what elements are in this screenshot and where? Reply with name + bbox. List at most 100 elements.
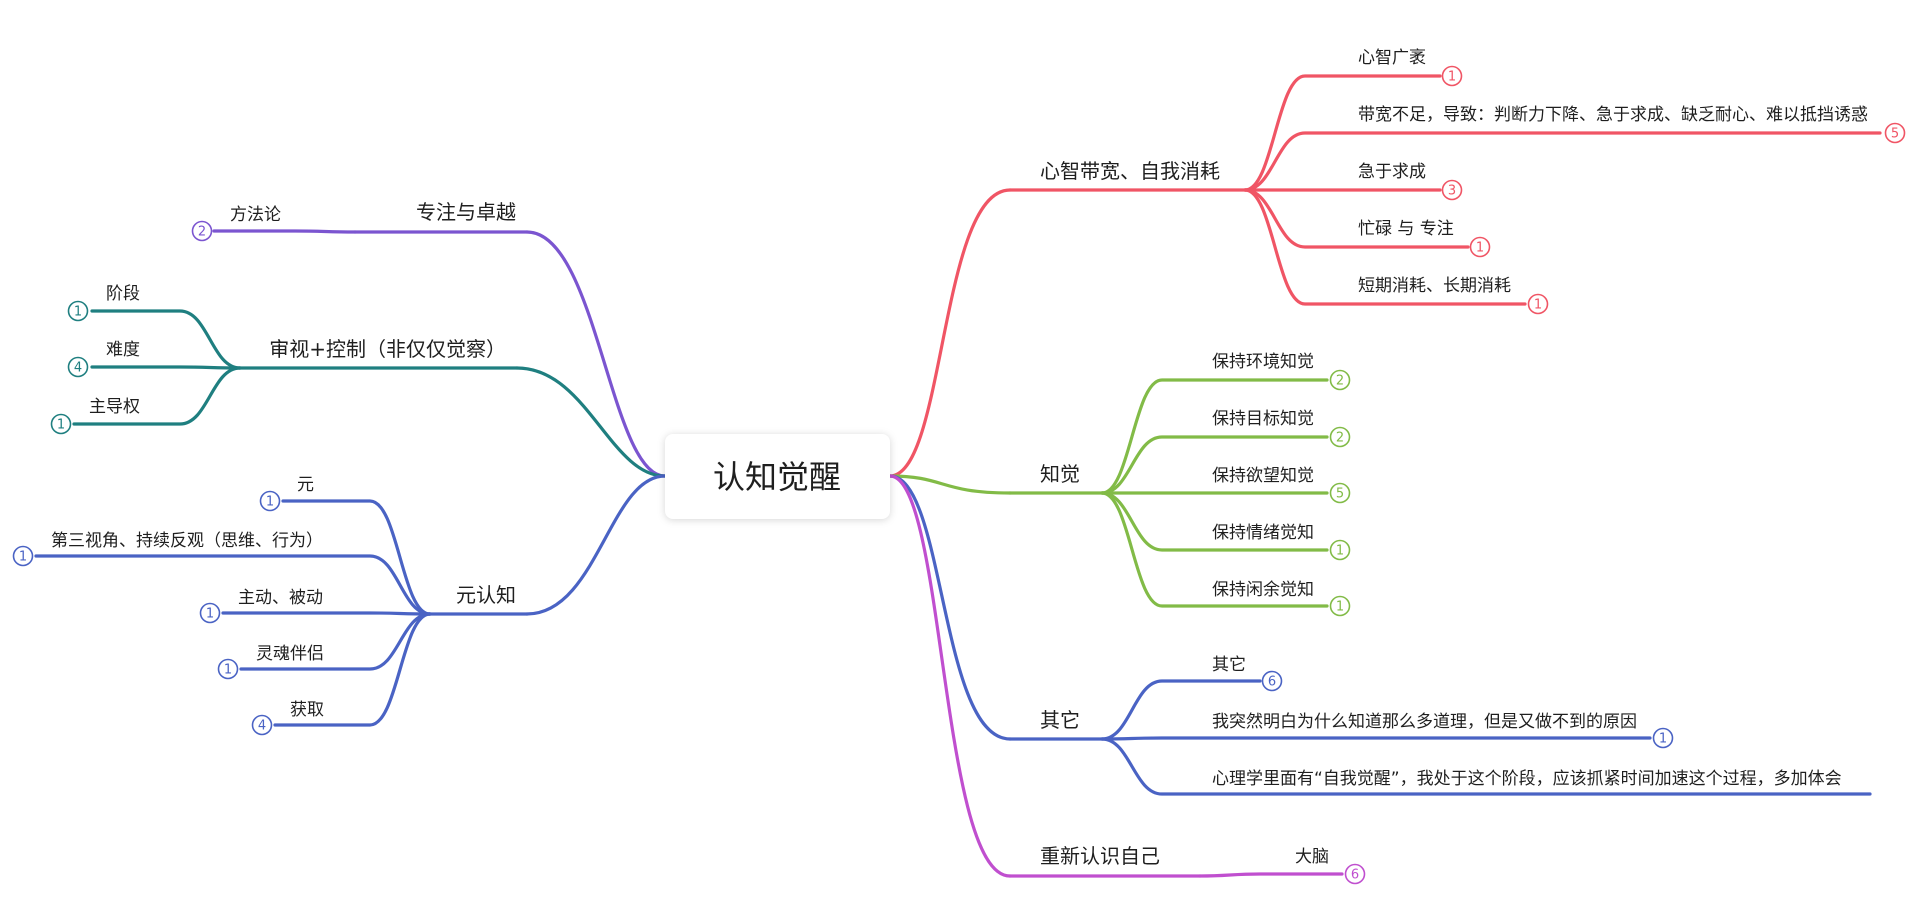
topic-leaf[interactable]: 保持环境知觉 (1212, 352, 1314, 372)
root-title: 认知觉醒 (713, 458, 841, 496)
leaf-label: 保持欲望知觉 (1212, 466, 1314, 486)
topic-leaf[interactable]: 我突然明白为什么知道那么多道理，但是又做不到的原因 (1212, 712, 1637, 732)
topic-leaf[interactable]: 难度 (106, 340, 140, 360)
leaf-connector (34, 554, 432, 616)
leaf-label: 心理学里面有“自我觉醒”，我处于这个阶段，应该抓紧时间加速这个过程，多加体会 (1212, 769, 1842, 789)
topic-leaf[interactable]: 元 (297, 475, 314, 495)
branch-label: 专注与卓越 (416, 200, 516, 224)
branch-know-yourself[interactable]: 重新认识自己 大脑 (1040, 844, 1329, 868)
topic-leaf[interactable]: 忙碌 与 专注 (1358, 219, 1454, 239)
leaf-label: 主导权 (89, 397, 140, 417)
leaf-connector (281, 499, 432, 616)
count-badge[interactable]: 1 (50, 413, 72, 435)
leaf-connector (1198, 872, 1344, 878)
leaf-connector (1100, 378, 1329, 495)
leaf-label: 第三视角、持续反观（思维、行为） (51, 531, 323, 551)
topic-leaf[interactable]: 第三视角、持续反观（思维、行为） (51, 531, 323, 551)
leaf-connector (221, 611, 432, 616)
svg-text:5: 5 (1336, 487, 1344, 502)
count-badge[interactable]: 1 (1652, 727, 1674, 749)
leaf-connector (1100, 737, 1872, 796)
topic-leaf[interactable]: 保持欲望知觉 (1212, 466, 1314, 486)
branch-others[interactable]: 其它 其它 我突然明白为什么知道那么多道理，但是又做不到的原因 心理学里面有“自… (1040, 655, 1842, 789)
count-badge[interactable]: 3 (1441, 179, 1463, 201)
svg-text:4: 4 (74, 361, 82, 376)
leaf-connector (1243, 131, 1882, 192)
count-badge[interactable]: 4 (67, 356, 89, 378)
leaf-connector (1100, 491, 1329, 608)
count-badge[interactable]: 5 (1329, 482, 1351, 504)
topic-leaf[interactable]: 带宽不足，导致：判断力下降、急于求成、缺乏耐心、难以抵挡诱惑 (1358, 105, 1868, 125)
topic-leaf[interactable]: 心理学里面有“自我觉醒”，我处于这个阶段，应该抓紧时间加速这个过程，多加体会 (1212, 769, 1842, 789)
topic-leaf[interactable]: 保持目标知觉 (1212, 409, 1314, 429)
leaf-label: 心智广袤 (1358, 47, 1426, 68)
topic-leaf[interactable]: 获取 (290, 700, 324, 720)
branch-mental-bandwidth[interactable]: 心智带宽、自我消耗 心智广袤 带宽不足，导致：判断力下降、急于求成、缺乏耐心、难… (1040, 47, 1868, 296)
leaf-label: 急于求成 (1358, 162, 1426, 182)
root-node[interactable]: 认知觉醒 (665, 434, 890, 519)
topic-leaf[interactable]: 方法论 (230, 205, 281, 225)
topic-leaf[interactable]: 急于求成 (1358, 162, 1426, 182)
leaf-label: 获取 (290, 700, 324, 720)
leaf-connector (90, 309, 242, 370)
branch-review-control[interactable]: 审视+控制（非仅仅觉察） 阶段 难度 主导权 (89, 284, 506, 417)
topic-leaf[interactable]: 阶段 (106, 284, 140, 304)
count-badge[interactable]: 5 (1884, 122, 1906, 144)
leaf-label: 忙碌 与 专注 (1358, 219, 1454, 239)
count-badge[interactable]: 1 (1469, 236, 1491, 258)
leaf-connector (1100, 736, 1652, 741)
svg-text:1: 1 (19, 550, 27, 565)
topic-leaf[interactable]: 保持情绪觉知 (1212, 523, 1314, 543)
root-connector (525, 230, 667, 478)
branch-focus-excellence[interactable]: 专注与卓越 方法论 (230, 200, 516, 225)
topic-leaf[interactable]: 灵魂伴侣 (256, 644, 324, 664)
topic-leaf[interactable]: 主动、被动 (238, 588, 323, 608)
leaf-connector (72, 366, 242, 426)
svg-text:4: 4 (258, 719, 266, 734)
count-badge[interactable]: 2 (1329, 426, 1351, 448)
branch-perception[interactable]: 知觉 保持环境知觉 保持目标知觉 保持欲望知觉 保持情绪觉知 保持闲余觉知 (1040, 352, 1314, 600)
svg-text:2: 2 (1336, 374, 1344, 389)
root-connector (888, 188, 1012, 478)
count-badge[interactable]: 1 (1329, 595, 1351, 617)
count-badge[interactable]: 2 (191, 220, 213, 242)
branch-metacognition[interactable]: 元认知 元 第三视角、持续反观（思维、行为） 主动、被动 灵魂伴侣 获取 (51, 475, 516, 720)
leaf-label: 元 (297, 475, 314, 495)
leaf-label: 其它 (1212, 655, 1246, 675)
count-badge[interactable]: 1 (1527, 293, 1549, 315)
topic-leaf[interactable]: 短期消耗、长期消耗 (1358, 276, 1511, 296)
svg-text:1: 1 (1448, 70, 1456, 85)
count-badge[interactable]: 1 (199, 602, 221, 624)
branch-label: 知觉 (1040, 462, 1080, 486)
branch-label: 元认知 (456, 583, 516, 607)
count-badge[interactable]: 1 (217, 658, 239, 680)
topic-leaf[interactable]: 心智广袤 (1358, 47, 1426, 68)
count-badge[interactable]: 1 (259, 490, 281, 512)
topic-leaf[interactable]: 大脑 (1295, 847, 1329, 867)
leaf-connector (1100, 679, 1262, 741)
topic-leaf[interactable]: 主导权 (89, 397, 140, 417)
count-badge[interactable]: 4 (251, 714, 273, 736)
topic-leaf[interactable]: 保持闲余觉知 (1212, 580, 1314, 600)
svg-text:6: 6 (1351, 868, 1359, 883)
svg-text:1: 1 (206, 607, 214, 622)
topic-leaf[interactable]: 其它 (1212, 655, 1246, 675)
branch-label: 重新认识自己 (1040, 844, 1160, 868)
leaf-label: 阶段 (106, 284, 140, 304)
count-badge[interactable]: 1 (12, 545, 34, 567)
svg-text:1: 1 (224, 663, 232, 678)
count-badge[interactable]: 1 (1329, 539, 1351, 561)
leaf-connector (90, 365, 242, 370)
leaf-label: 灵魂伴侣 (256, 644, 324, 664)
leaf-label: 保持环境知觉 (1212, 352, 1314, 372)
count-badge[interactable]: 6 (1261, 670, 1283, 692)
count-badge[interactable]: 1 (67, 300, 89, 322)
count-badge[interactable]: 2 (1329, 369, 1351, 391)
leaf-label: 短期消耗、长期消耗 (1358, 276, 1511, 296)
count-badge[interactable]: 1 (1441, 65, 1463, 87)
leaf-connector (1243, 74, 1442, 192)
leaf-label: 难度 (106, 340, 140, 360)
count-badge[interactable]: 6 (1344, 863, 1366, 885)
leaf-label: 保持情绪觉知 (1212, 523, 1314, 543)
